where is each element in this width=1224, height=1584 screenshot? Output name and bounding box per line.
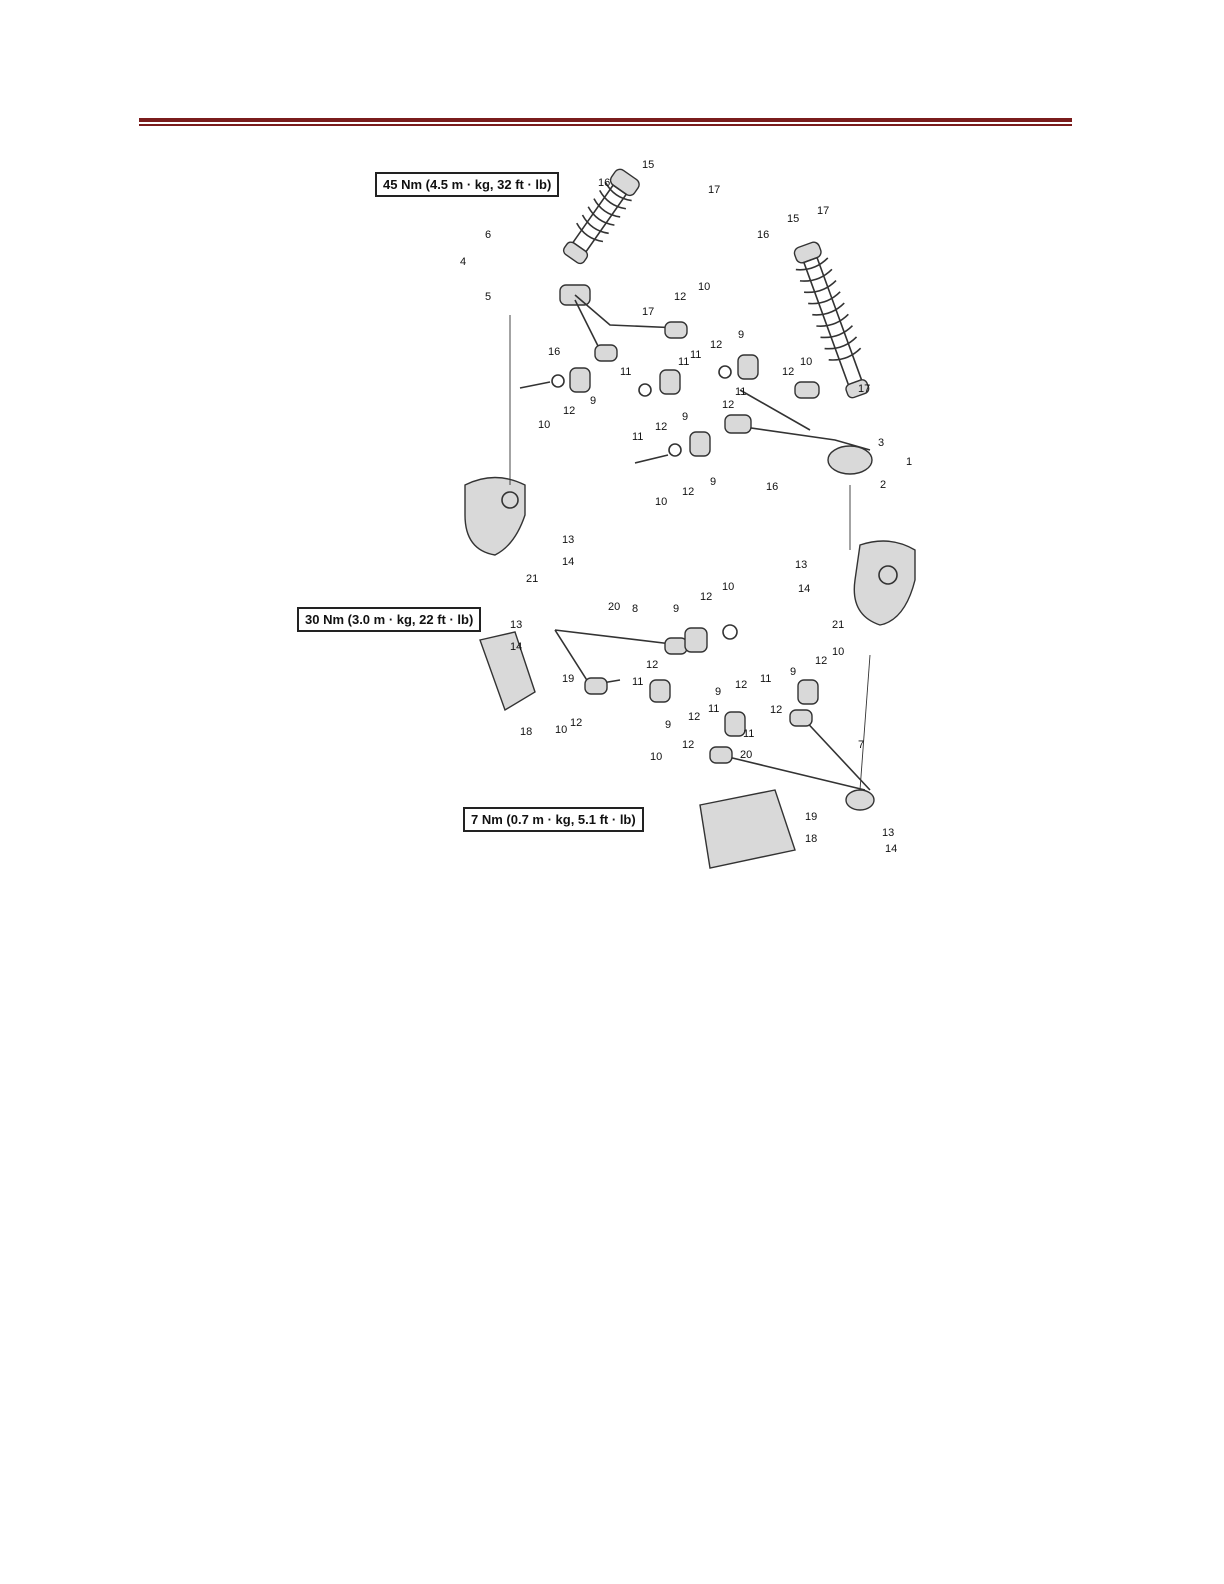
callout-18b: 18: [805, 833, 817, 845]
callout-9d: 9: [710, 476, 716, 488]
left-upper-bushings: [520, 368, 680, 396]
callout-17a: 17: [708, 184, 720, 196]
callout-10h: 10: [650, 751, 662, 763]
callout-11c: 11: [678, 356, 689, 368]
callout-12b: 12: [710, 339, 722, 351]
callout-5: 5: [485, 291, 491, 303]
callout-12a: 12: [674, 291, 686, 303]
callout-9a: 9: [738, 329, 744, 341]
callout-18a: 18: [520, 726, 532, 738]
callout-16c: 16: [757, 229, 769, 241]
callout-12i: 12: [646, 659, 658, 671]
callout-16d: 16: [766, 481, 778, 493]
callout-11b: 11: [620, 366, 631, 378]
left-steering-knuckle: [465, 315, 525, 555]
callout-12n: 12: [770, 704, 782, 716]
right-upper-bushings: [635, 355, 758, 463]
callout-11h: 11: [760, 673, 771, 685]
callout-21a: 21: [526, 573, 538, 585]
callout-17d: 17: [858, 383, 870, 395]
callout-9f: 9: [665, 719, 671, 731]
front-suspension-exploded-diagram: 15 17 16 6 4 5 17 16 12 10 17 15 16 9 12…: [270, 150, 970, 870]
callout-15a: 15: [642, 159, 654, 171]
callout-13b: 13: [795, 559, 807, 571]
callout-14d: 14: [885, 843, 897, 855]
callout-9g: 9: [715, 686, 721, 698]
callout-20b: 20: [740, 749, 752, 761]
callout-12o: 12: [682, 739, 694, 751]
callout-labels: 15 17 16 6 4 5 17 16 12 10 17 15 16 9 12…: [460, 159, 912, 855]
callout-20a: 20: [608, 601, 620, 613]
callout-11i: 11: [743, 728, 754, 740]
callout-10e: 10: [722, 581, 734, 593]
callout-10b: 10: [800, 356, 812, 368]
callout-16a: 16: [598, 177, 610, 189]
callout-6: 6: [485, 229, 491, 241]
callout-9h: 9: [790, 666, 796, 678]
callout-12e: 12: [563, 405, 575, 417]
callout-13d: 13: [882, 827, 894, 839]
callout-4: 4: [460, 256, 466, 268]
callout-3: 3: [878, 437, 884, 449]
callout-11d: 11: [735, 386, 746, 398]
callout-19b: 19: [805, 811, 817, 823]
callout-9b: 9: [590, 395, 596, 407]
right-skid-guard: [700, 790, 795, 868]
callout-19a: 19: [562, 673, 574, 685]
callout-17c: 17: [817, 205, 829, 217]
callout-10a: 10: [698, 281, 710, 293]
callout-11f: 11: [632, 676, 643, 688]
callout-13a: 13: [562, 534, 574, 546]
callout-14c: 14: [510, 641, 522, 653]
callout-15b: 15: [787, 213, 799, 225]
left-skid-guard: [480, 632, 535, 710]
callout-10g: 10: [832, 646, 844, 658]
callout-12k: 12: [688, 711, 700, 723]
left-upper-arm: [560, 285, 687, 361]
callout-9c: 9: [682, 411, 688, 423]
callout-11g: 11: [708, 703, 719, 715]
callout-14b: 14: [798, 583, 810, 595]
callout-12d: 12: [722, 399, 734, 411]
callout-14a: 14: [562, 556, 574, 568]
callout-11a: 11: [690, 349, 701, 361]
callout-7: 7: [858, 739, 864, 751]
callout-9e: 9: [673, 603, 679, 615]
callout-17b: 17: [642, 306, 654, 318]
callout-12m: 12: [815, 655, 827, 667]
callout-16b: 16: [548, 346, 560, 358]
callout-10d: 10: [655, 496, 667, 508]
callout-8: 8: [632, 603, 638, 615]
callout-12j: 12: [570, 717, 582, 729]
callout-21b: 21: [832, 619, 844, 631]
callout-12f: 12: [655, 421, 667, 433]
header-rule-thin: [139, 124, 1072, 126]
callout-10f: 10: [555, 724, 567, 736]
callout-12c: 12: [782, 366, 794, 378]
right-shock-absorber: [789, 239, 876, 401]
callout-13c: 13: [510, 619, 522, 631]
callout-12h: 12: [700, 591, 712, 603]
callout-12l: 12: [735, 679, 747, 691]
header-rule-thick: [139, 118, 1072, 122]
callout-1: 1: [906, 456, 912, 468]
callout-11e: 11: [632, 431, 643, 443]
callout-12g: 12: [682, 486, 694, 498]
callout-2: 2: [880, 479, 886, 491]
right-steering-knuckle: [850, 485, 915, 625]
callout-10c: 10: [538, 419, 550, 431]
